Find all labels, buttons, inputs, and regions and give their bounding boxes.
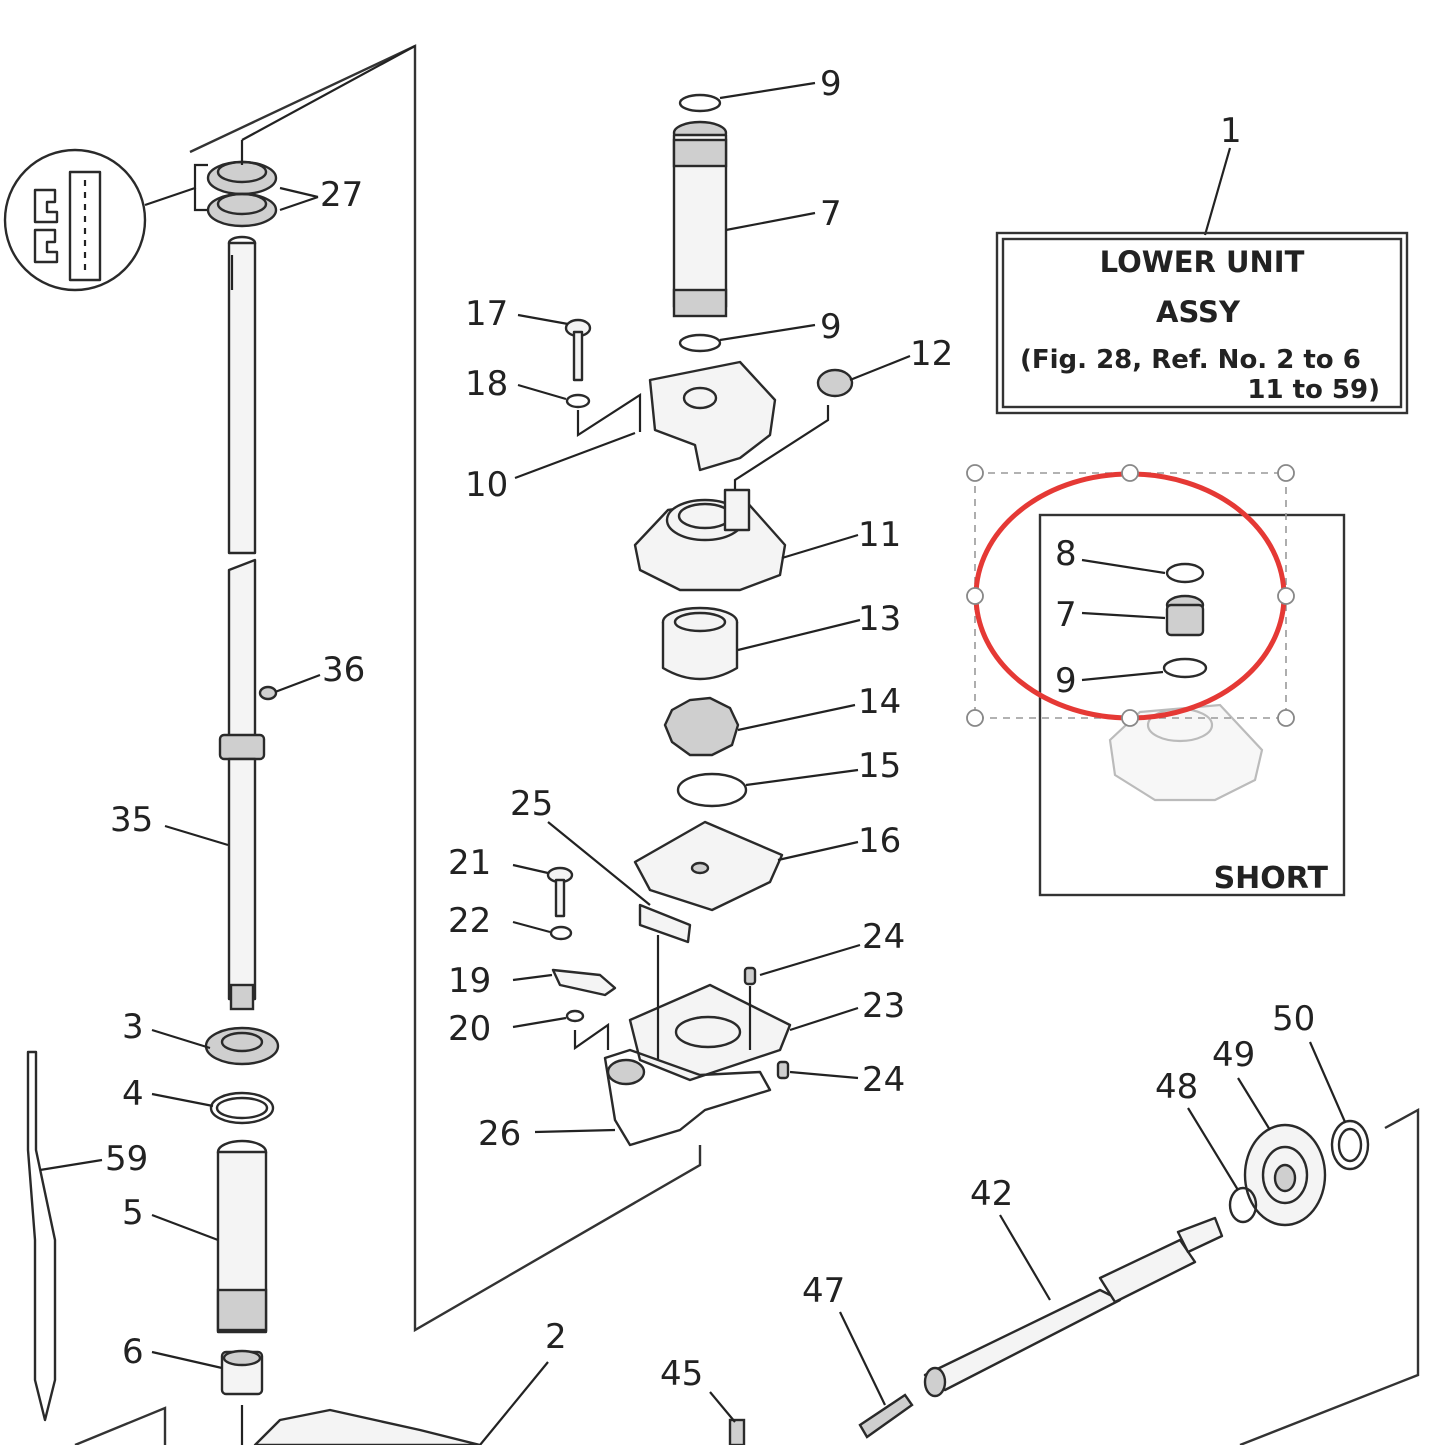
callout-2: 2 <box>545 1317 567 1357</box>
short-callout-9: 9 <box>1055 661 1077 701</box>
ellipse-highlight-icon[interactable] <box>973 471 1287 721</box>
callout-5: 5 <box>122 1193 144 1233</box>
square-handle-icon[interactable] <box>1121 709 1139 727</box>
callout-9-lower: 9 <box>820 307 842 347</box>
callout-4: 4 <box>122 1074 144 1114</box>
callout-7: 7 <box>820 194 842 234</box>
callout-3: 3 <box>122 1007 144 1047</box>
callout-20: 20 <box>448 1009 491 1049</box>
callout-18: 18 <box>465 364 508 404</box>
callout-45: 45 <box>660 1354 703 1394</box>
callout-49: 49 <box>1212 1035 1255 1075</box>
callout-11: 11 <box>858 515 901 555</box>
assembly-ref-line1: (Fig. 28, Ref. No. 2 to 6 <box>1020 345 1361 375</box>
leader-lines <box>39 81 1347 1445</box>
callout-6: 6 <box>122 1332 144 1372</box>
short-label: SHORT <box>1214 861 1329 896</box>
callout-35: 35 <box>110 800 153 840</box>
callout-24-bottom: 24 <box>862 1060 905 1100</box>
square-handle-icon[interactable] <box>966 464 984 482</box>
seal-detail-circle <box>3 148 208 292</box>
callout-14: 14 <box>858 682 901 722</box>
callout-numbers: 9 7 9 17 18 12 10 11 13 14 15 16 25 21 2… <box>105 64 1315 1394</box>
callout-13: 13 <box>858 599 901 639</box>
callout-24-top: 24 <box>862 917 905 957</box>
callout-17: 17 <box>465 294 508 334</box>
callout-21: 21 <box>448 843 491 883</box>
callout-48: 48 <box>1155 1067 1198 1107</box>
callout-25: 25 <box>510 784 553 824</box>
callout-1: 1 <box>1220 111 1242 151</box>
frame-lines <box>74 44 1420 1445</box>
water-pump-group <box>546 93 854 1147</box>
selection-overlay[interactable] <box>966 464 1295 727</box>
square-handle-icon[interactable] <box>1277 464 1295 482</box>
callout-47: 47 <box>802 1271 845 1311</box>
callout-19: 19 <box>448 961 491 1001</box>
square-handle-icon[interactable] <box>1277 709 1295 727</box>
callout-42: 42 <box>970 1174 1013 1214</box>
assembly-title-line1: LOWER UNIT <box>1100 245 1305 279</box>
assembly-title-line2: ASSY <box>1156 295 1241 329</box>
square-handle-icon[interactable] <box>966 709 984 727</box>
callout-26: 26 <box>478 1114 521 1154</box>
callout-59: 59 <box>105 1139 148 1179</box>
drive-shaft-group <box>26 45 416 1445</box>
square-handle-icon[interactable] <box>966 587 984 605</box>
callout-50: 50 <box>1272 999 1315 1039</box>
callout-36: 36 <box>322 650 365 690</box>
callout-9-top: 9 <box>820 64 842 104</box>
gear-group <box>253 1119 1370 1445</box>
callout-27: 27 <box>320 175 363 215</box>
assembly-ref-line2: 11 to 59) <box>1247 375 1380 405</box>
assembly-label-box: 1 LOWER UNIT ASSY (Fig. 28, Ref. No. 2 t… <box>995 111 1409 415</box>
callout-22: 22 <box>448 901 491 941</box>
short-callout-8: 8 <box>1055 534 1077 574</box>
callout-12: 12 <box>910 334 953 374</box>
callout-10: 10 <box>465 465 508 505</box>
square-handle-icon[interactable] <box>1121 464 1139 482</box>
callout-23: 23 <box>862 986 905 1026</box>
short-callout-7: 7 <box>1055 595 1077 635</box>
square-handle-icon[interactable] <box>1277 587 1295 605</box>
callout-16: 16 <box>858 821 901 861</box>
callout-15: 15 <box>858 746 901 786</box>
